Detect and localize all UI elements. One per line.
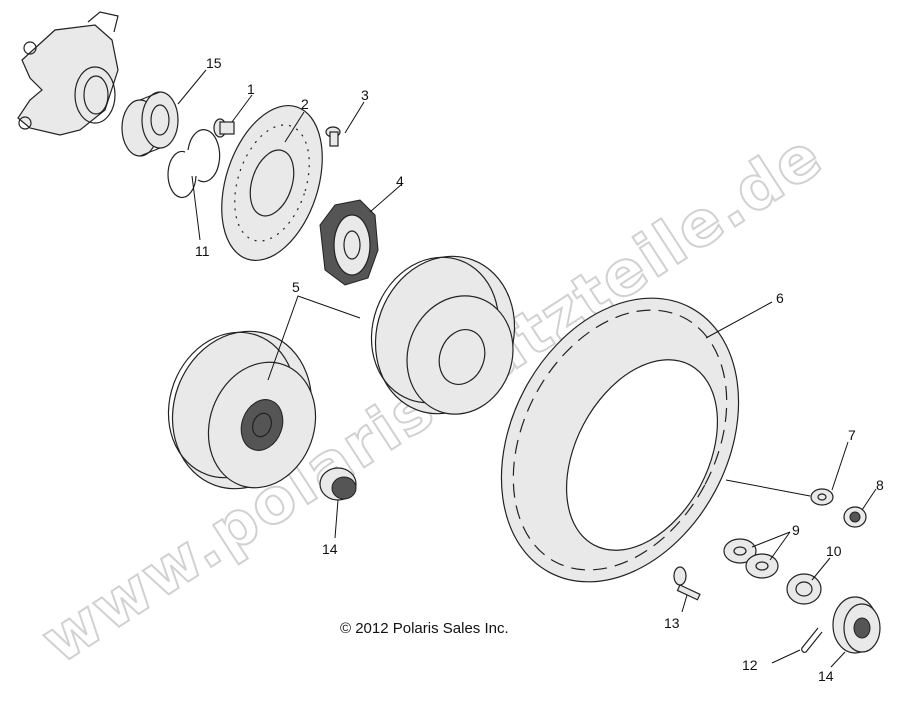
brake-disc: [221, 104, 323, 262]
callout-8: 8: [876, 477, 884, 493]
lug-nut: [843, 506, 867, 528]
spindle-bolt: [673, 566, 701, 601]
brake-disc-bolt: [213, 118, 235, 138]
copyright-text: © 2012 Polaris Sales Inc.: [340, 620, 509, 637]
castle-nut: [786, 573, 822, 605]
callout-15: 15: [206, 55, 222, 71]
leader-lines: [177, 69, 877, 668]
callout-13: 13: [664, 615, 680, 631]
callout-4: 4: [396, 173, 404, 189]
callout-14-left: 14: [322, 541, 338, 557]
cotter-pin: [801, 627, 823, 653]
rim-outer: [167, 330, 317, 490]
snap-ring: [167, 129, 221, 199]
callout-3: 3: [361, 87, 369, 103]
callout-11: 11: [195, 243, 210, 259]
washer: [810, 488, 834, 506]
wheel-hub: [319, 199, 379, 286]
callouts: 15 1 2 3 4 11 5 6 7 8 9 10 13 12 14 14: [195, 55, 884, 684]
callout-6: 6: [776, 290, 784, 306]
rim-inner: [370, 255, 516, 415]
callout-10: 10: [826, 543, 842, 559]
center-cap-left: [319, 467, 357, 501]
callout-9: 9: [792, 522, 800, 538]
callout-2: 2: [301, 96, 309, 112]
tire: [500, 297, 740, 583]
steering-knuckle: [17, 11, 119, 136]
hub-stud: [325, 126, 341, 147]
wheel-bearing: [121, 91, 179, 157]
callout-7: 7: [848, 427, 856, 443]
callout-1: 1: [247, 81, 255, 97]
callout-12: 12: [742, 657, 758, 673]
callout-14-right: 14: [818, 668, 834, 684]
center-cap-right: [832, 596, 881, 654]
callout-5: 5: [292, 279, 300, 295]
spindle-washers: [723, 538, 779, 579]
